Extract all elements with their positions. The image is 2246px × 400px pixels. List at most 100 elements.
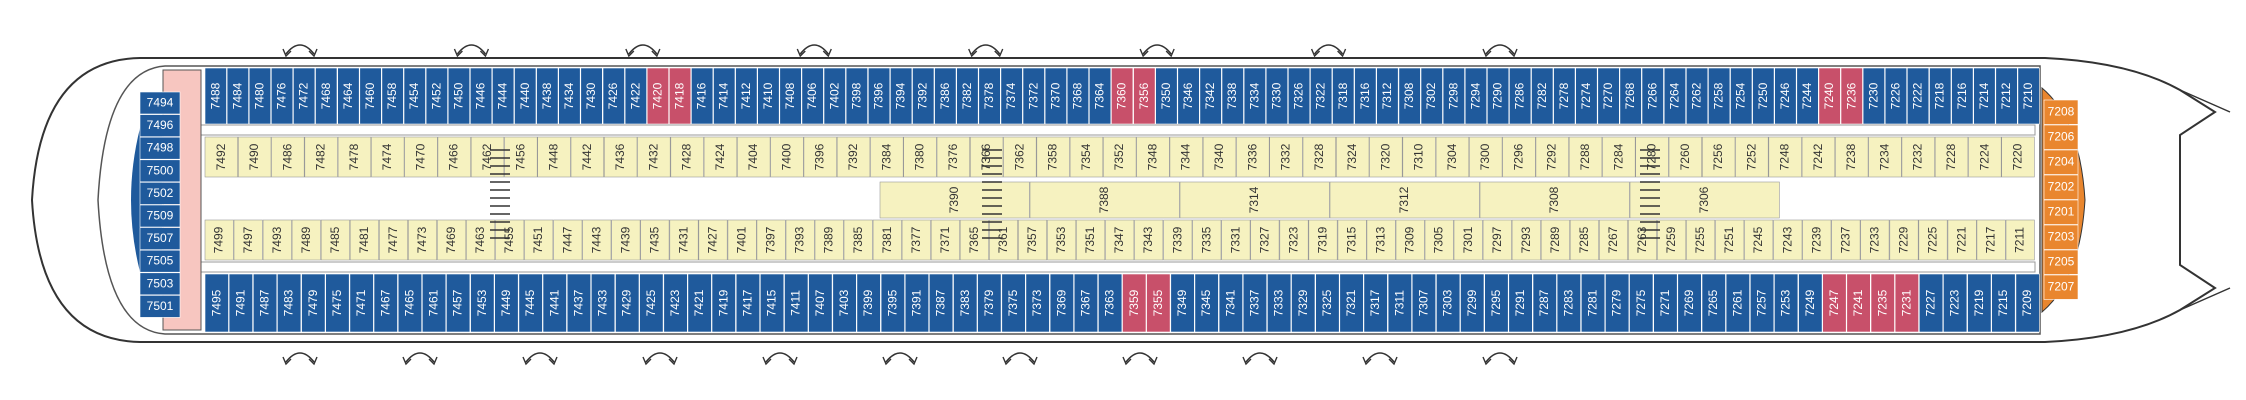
cabin-7376[interactable]: 7376 [936, 136, 971, 178]
cabin-7232[interactable]: 7232 [1901, 136, 1935, 178]
cabin-7286[interactable]: 7286 [1509, 67, 1532, 125]
cabin-7269[interactable]: 7269 [1677, 273, 1702, 333]
cabin-7216[interactable]: 7216 [1951, 67, 1974, 125]
cabin-7256[interactable]: 7256 [1702, 136, 1736, 178]
cabin-7316[interactable]: 7316 [1354, 67, 1377, 125]
cabin-7444[interactable]: 7444 [492, 67, 515, 125]
cabin-7282[interactable]: 7282 [1531, 67, 1554, 125]
cabin-7355[interactable]: 7355 [1146, 273, 1171, 333]
cabin-7262[interactable]: 7262 [1686, 67, 1709, 125]
cabin-7319[interactable]: 7319 [1308, 219, 1338, 261]
cabin-7484[interactable]: 7484 [226, 67, 249, 125]
cabin-7437[interactable]: 7437 [566, 273, 592, 333]
cabin-7443[interactable]: 7443 [582, 219, 612, 261]
cabin-7351[interactable]: 7351 [1076, 219, 1106, 261]
cabin-7359[interactable]: 7359 [1122, 273, 1147, 333]
cabin-7211[interactable]: 7211 [2005, 219, 2035, 261]
cabin-7275[interactable]: 7275 [1629, 273, 1654, 333]
cabin-7202[interactable]: 7202 [2043, 174, 2079, 200]
cabin-7259[interactable]: 7259 [1657, 219, 1687, 261]
cabin-7291[interactable]: 7291 [1508, 273, 1533, 333]
cabin-7238[interactable]: 7238 [1835, 136, 1869, 178]
cabin-7410[interactable]: 7410 [757, 67, 780, 125]
cabin-7432[interactable]: 7432 [637, 136, 671, 178]
cabin-7288[interactable]: 7288 [1568, 136, 1603, 178]
cabin-7268[interactable]: 7268 [1619, 67, 1642, 125]
cabin-7350[interactable]: 7350 [1155, 67, 1178, 125]
cabin-7500[interactable]: 7500 [139, 159, 181, 183]
cabin-7486[interactable]: 7486 [271, 136, 305, 178]
cabin-7287[interactable]: 7287 [1532, 273, 1557, 333]
cabin-7462[interactable]: 7462 [470, 136, 505, 178]
cabin-7356[interactable]: 7356 [1133, 67, 1156, 125]
cabin-7458[interactable]: 7458 [381, 67, 404, 125]
cabin-7468[interactable]: 7468 [315, 67, 338, 125]
cabin-7348[interactable]: 7348 [1136, 136, 1170, 178]
cabin-7343[interactable]: 7343 [1134, 219, 1164, 261]
cabin-7306[interactable]: 7306 [1629, 181, 1780, 219]
cabin-7404[interactable]: 7404 [737, 136, 771, 178]
cabin-7362[interactable]: 7362 [1003, 136, 1037, 178]
cabin-7308[interactable]: 7308 [1398, 67, 1421, 125]
cabin-7372[interactable]: 7372 [1022, 67, 1045, 125]
cabin-7270[interactable]: 7270 [1597, 67, 1620, 125]
cabin-7378[interactable]: 7378 [978, 67, 1001, 125]
cabin-7235[interactable]: 7235 [1870, 273, 1895, 333]
cabin-7332[interactable]: 7332 [1269, 136, 1303, 178]
cabin-7430[interactable]: 7430 [580, 67, 603, 125]
cabin-7503[interactable]: 7503 [139, 272, 181, 296]
cabin-7274[interactable]: 7274 [1575, 67, 1598, 125]
cabin-7303[interactable]: 7303 [1436, 273, 1461, 333]
cabin-7469[interactable]: 7469 [437, 219, 467, 261]
cabin-7255[interactable]: 7255 [1686, 219, 1716, 261]
cabin-7454[interactable]: 7454 [403, 67, 426, 125]
cabin-7494[interactable]: 7494 [139, 91, 181, 115]
cabin-7417[interactable]: 7417 [735, 273, 761, 333]
cabin-7403[interactable]: 7403 [832, 273, 857, 333]
cabin-7395[interactable]: 7395 [880, 273, 905, 333]
cabin-7464[interactable]: 7464 [337, 67, 360, 125]
cabin-7398[interactable]: 7398 [845, 67, 868, 125]
cabin-7487[interactable]: 7487 [253, 273, 278, 333]
cabin-7233[interactable]: 7233 [1860, 219, 1890, 261]
cabin-7498[interactable]: 7498 [139, 136, 181, 160]
cabin-7323[interactable]: 7323 [1279, 219, 1309, 261]
cabin-7467[interactable]: 7467 [373, 273, 398, 333]
cabin-7425[interactable]: 7425 [639, 273, 664, 333]
cabin-7474[interactable]: 7474 [371, 136, 405, 178]
cabin-7242[interactable]: 7242 [1801, 136, 1836, 178]
cabin-7309[interactable]: 7309 [1395, 219, 1425, 261]
cabin-7397[interactable]: 7397 [756, 219, 786, 261]
cabin-7292[interactable]: 7292 [1535, 136, 1569, 178]
cabin-7278[interactable]: 7278 [1553, 67, 1576, 125]
cabin-7490[interactable]: 7490 [238, 136, 272, 178]
cabin-7419[interactable]: 7419 [711, 273, 736, 333]
cabin-7237[interactable]: 7237 [1831, 219, 1861, 261]
cabin-7473[interactable]: 7473 [407, 219, 437, 261]
cabin-7390[interactable]: 7390 [879, 181, 1030, 219]
cabin-7434[interactable]: 7434 [558, 67, 581, 125]
cabin-7298[interactable]: 7298 [1442, 67, 1465, 125]
cabin-7492[interactable]: 7492 [204, 136, 239, 178]
cabin-7337[interactable]: 7337 [1242, 273, 1267, 333]
cabin-7368[interactable]: 7368 [1066, 67, 1089, 125]
cabin-7328[interactable]: 7328 [1302, 136, 1337, 178]
cabin-7312[interactable]: 7312 [1329, 181, 1480, 219]
cabin-7327[interactable]: 7327 [1250, 219, 1280, 261]
cabin-7501[interactable]: 7501 [139, 295, 181, 318]
cabin-7408[interactable]: 7408 [779, 67, 802, 125]
cabin-7230[interactable]: 7230 [1862, 67, 1885, 125]
cabin-7389[interactable]: 7389 [814, 219, 844, 261]
cabin-7331[interactable]: 7331 [1221, 219, 1251, 261]
cabin-7456[interactable]: 7456 [504, 136, 538, 178]
cabin-7311[interactable]: 7311 [1387, 273, 1412, 333]
cabin-7373[interactable]: 7373 [1025, 273, 1050, 333]
cabin-7393[interactable]: 7393 [785, 219, 815, 261]
cabin-7380[interactable]: 7380 [903, 136, 937, 178]
cabin-7499[interactable]: 7499 [204, 219, 234, 261]
cabin-7253[interactable]: 7253 [1774, 273, 1799, 333]
cabin-7475[interactable]: 7475 [325, 273, 350, 333]
cabin-7279[interactable]: 7279 [1605, 273, 1630, 333]
cabin-7244[interactable]: 7244 [1796, 67, 1819, 125]
cabin-7246[interactable]: 7246 [1774, 67, 1797, 125]
